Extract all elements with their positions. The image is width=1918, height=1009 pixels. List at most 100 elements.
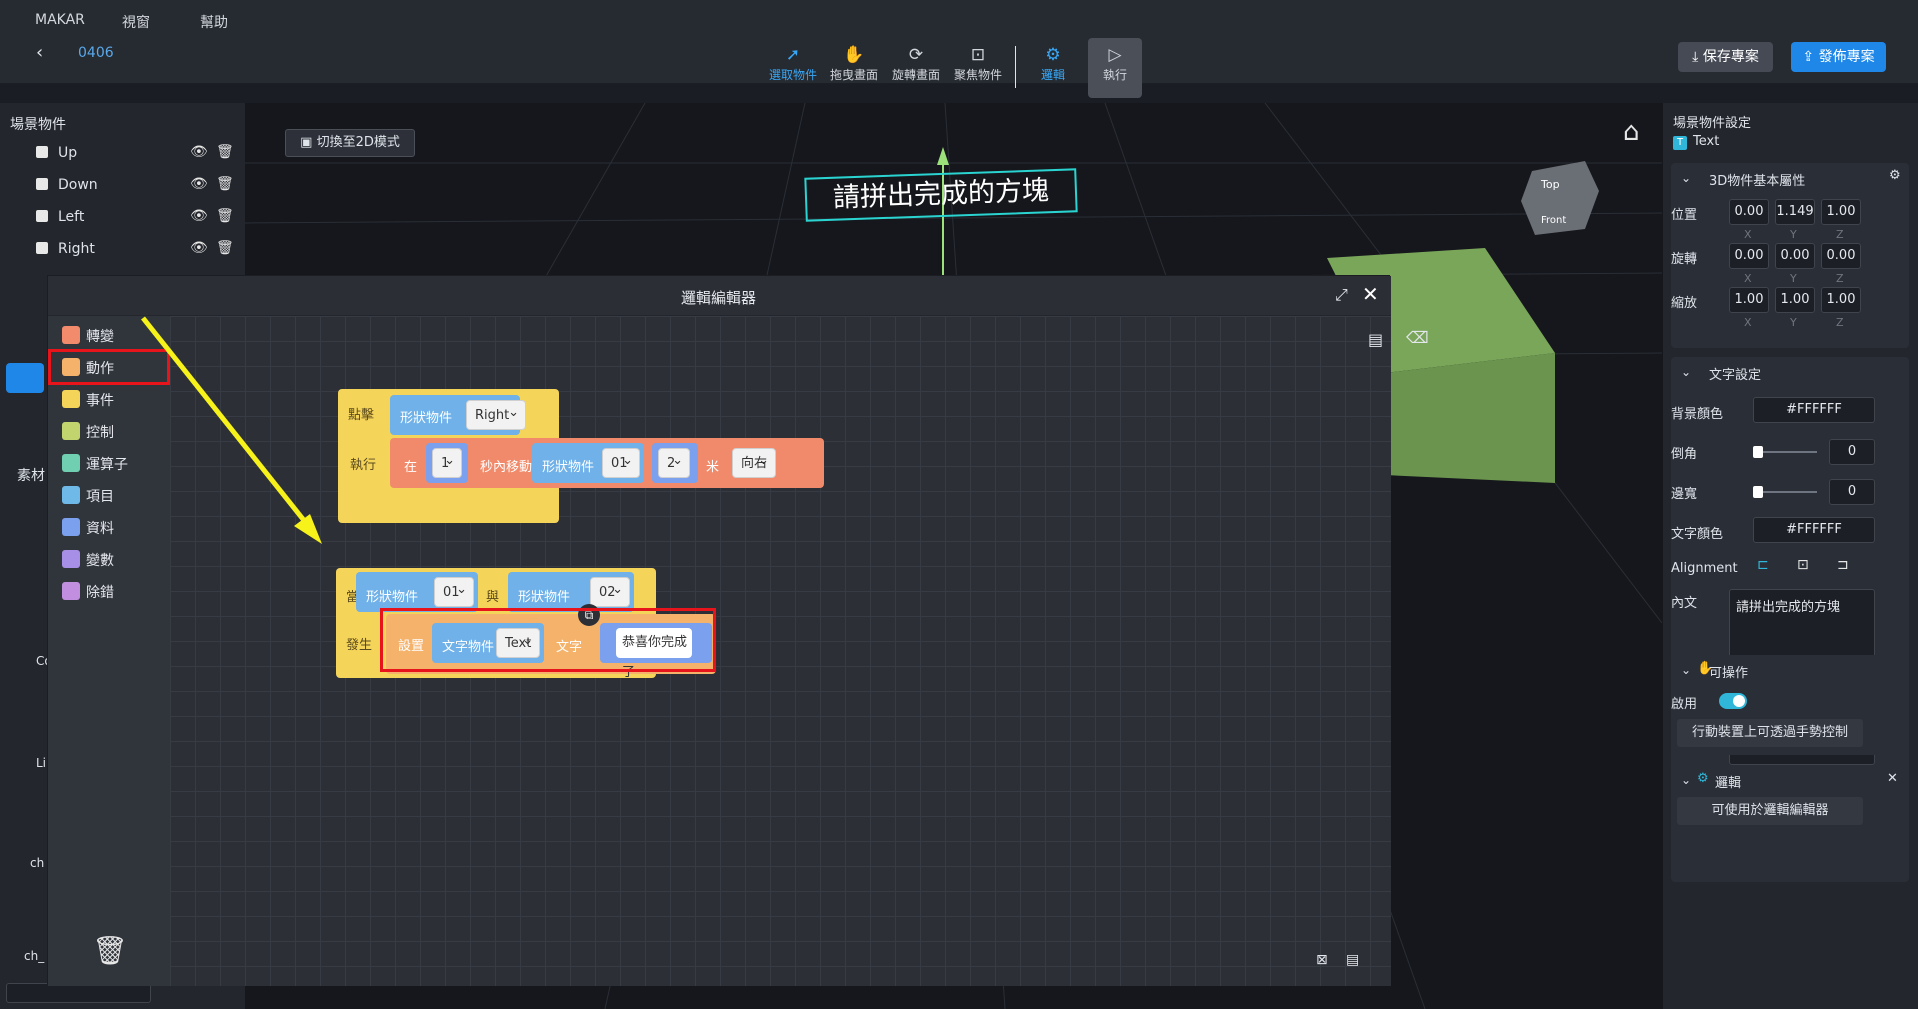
scene-item-left[interactable]: Left — [36, 209, 84, 225]
asset-search-input[interactable] — [6, 983, 151, 1003]
scene-item-down[interactable]: Down — [36, 177, 98, 193]
close-icon[interactable]: ✕ — [1887, 771, 1898, 786]
tool-logic[interactable]: ⚙ 邏輯 — [1022, 38, 1084, 96]
tool-run[interactable]: ▷ 執行 — [1088, 38, 1142, 98]
rotate-icon: ⟳ — [908, 45, 924, 65]
expand-icon[interactable]: ⤢ — [1335, 285, 1348, 304]
chevron-down-icon[interactable]: ⌄ — [1681, 773, 1692, 787]
chevron-down-icon[interactable]: ⌄ — [1681, 171, 1692, 185]
menu-view[interactable]: 視窗 — [122, 15, 150, 31]
happen-label: 發生 — [346, 638, 373, 653]
bg-color-label: 背景顏色 — [1671, 407, 1724, 422]
axis-z-label: Z — [1836, 272, 1844, 285]
position-y-input[interactable]: 1.149 — [1775, 199, 1815, 225]
text-value-input[interactable]: 恭喜你完成了 — [616, 628, 692, 680]
category-variable[interactable]: 變數 — [62, 550, 114, 570]
category-control[interactable]: 控制 — [62, 422, 114, 442]
scene-item-up[interactable]: Up — [36, 145, 77, 161]
logic-workspace[interactable]: ▤ ⌫ 點擊 執行 形狀物件 Right 在 1 秒內移動 形狀物件 01 2 … — [170, 316, 1429, 986]
settings-icon[interactable]: ⚙ — [1889, 168, 1901, 183]
scale-label: 縮放 — [1671, 296, 1698, 311]
scale-x-input[interactable]: 1.00 — [1729, 287, 1769, 313]
align-center-icon[interactable]: ⊡ — [1797, 557, 1809, 573]
object-dropdown[interactable]: 01 — [602, 446, 640, 478]
border-slider-handle[interactable] — [1753, 486, 1763, 498]
category-action[interactable]: 動作 — [62, 358, 114, 378]
axis-x-label: X — [1744, 272, 1752, 285]
basic-properties-section: ⌄ 3D物件基本屬性 ⚙ 位置 0.00 1.149 1.00 X Y Z 旋轉… — [1671, 163, 1909, 348]
category-event[interactable]: 事件 — [62, 390, 114, 410]
clear-icon[interactable]: ⌫ — [1406, 328, 1429, 347]
layout-icon[interactable]: ▤ — [1368, 330, 1384, 349]
close-icon[interactable]: ✕ — [1362, 282, 1379, 306]
corner-slider-handle[interactable] — [1753, 446, 1763, 458]
back-chevron-icon[interactable]: ‹ — [36, 42, 44, 63]
eye-icon[interactable]: 👁 — [190, 240, 208, 256]
bg-color-input[interactable]: #FFFFFF — [1753, 397, 1875, 423]
gizmo-top-label[interactable]: Top — [1541, 178, 1560, 191]
trash-icon[interactable]: 🗑 — [216, 208, 234, 224]
download-icon: ⤓ — [1692, 49, 1699, 65]
object-name: Text — [1693, 134, 1720, 149]
logic-editor-usable-button[interactable]: 可使用於邏輯編輯器 — [1677, 797, 1863, 825]
direction-dropdown[interactable]: 向右 — [732, 446, 776, 478]
scale-y-input[interactable]: 1.00 — [1775, 287, 1815, 313]
selected-scene-item[interactable] — [6, 363, 44, 393]
object-b-dropdown[interactable]: 02 — [590, 575, 630, 607]
menu-makar[interactable]: MAKAR — [35, 12, 85, 28]
category-data[interactable]: 資料 — [62, 518, 114, 538]
gizmo-front-label[interactable]: Front — [1541, 215, 1567, 226]
publish-project-button[interactable]: ⇪ 發佈專案 — [1791, 42, 1886, 72]
save-project-button[interactable]: ⤓ 保存專案 — [1678, 42, 1773, 72]
trash-icon[interactable]: 🗑 — [216, 176, 234, 192]
eye-icon[interactable]: 👁 — [190, 176, 208, 192]
target-dropdown[interactable]: Right — [466, 398, 526, 430]
text-color-input[interactable]: #FFFFFF — [1753, 517, 1875, 543]
trash-icon[interactable]: 🗑 — [216, 144, 234, 160]
corner-label: 倒角 — [1671, 447, 1698, 462]
border-input[interactable]: 0 — [1829, 479, 1875, 505]
category-operator[interactable]: 運算子 — [62, 454, 128, 474]
seconds-dropdown[interactable]: 1 — [432, 446, 462, 478]
menu-help[interactable]: 幫助 — [200, 15, 228, 31]
category-item[interactable]: 項目 — [62, 486, 114, 506]
properties-panel: 場景物件設定 T Text ⌄ 3D物件基本屬性 ⚙ 位置 0.00 1.149… — [1662, 103, 1918, 1009]
tool-rotate[interactable]: ⟳ 旋轉畫面 — [885, 38, 947, 96]
switch-2d-button[interactable]: ▣ 切換至2D模式 — [285, 129, 415, 157]
tool-focus[interactable]: ⊡ 聚焦物件 — [947, 38, 1009, 96]
home-icon[interactable]: ⌂ — [1623, 117, 1640, 147]
eye-icon[interactable]: 👁 — [190, 208, 208, 224]
eye-icon[interactable]: 👁 — [190, 144, 208, 160]
zoom-reset-icon[interactable]: ⊠ — [1316, 952, 1328, 968]
tool-select[interactable]: ➚ 選取物件 — [762, 38, 824, 96]
position-x-input[interactable]: 0.00 — [1729, 199, 1769, 225]
view-icon[interactable]: ▤ — [1346, 952, 1360, 968]
trash-icon[interactable]: 🗑 — [92, 934, 128, 967]
trash-icon[interactable]: 🗑 — [216, 240, 234, 256]
enable-toggle-knob — [1733, 695, 1745, 707]
category-debug[interactable]: 除錯 — [62, 582, 114, 602]
object-a-dropdown[interactable]: 01 — [434, 575, 474, 607]
logic-icon: ⚙ — [1697, 771, 1709, 786]
scale-z-input[interactable]: 1.00 — [1821, 287, 1861, 313]
rotation-x-input[interactable]: 0.00 — [1729, 243, 1769, 269]
gesture-control-button[interactable]: 行動裝置上可透過手勢控制 — [1677, 719, 1863, 747]
rotation-y-input[interactable]: 0.00 — [1775, 243, 1815, 269]
align-right-icon[interactable]: ⊐ — [1837, 557, 1849, 573]
project-name: 0406 — [78, 45, 114, 61]
scene-item-right[interactable]: Right — [36, 241, 95, 257]
align-left-icon[interactable]: ⊏ — [1757, 557, 1769, 573]
rotation-z-input[interactable]: 0.00 — [1821, 243, 1861, 269]
distance-dropdown[interactable]: 2 — [658, 446, 690, 478]
chevron-down-icon[interactable]: ⌄ — [1681, 663, 1692, 677]
position-z-input[interactable]: 1.00 — [1821, 199, 1861, 225]
asset-partial-label: Li — [36, 756, 47, 770]
category-transform[interactable]: 轉變 — [62, 326, 114, 346]
tool-pan[interactable]: ✋ 拖曳畫面 — [823, 38, 885, 96]
text-target-dropdown[interactable]: Text — [496, 626, 540, 658]
chevron-down-icon[interactable]: ⌄ — [1681, 365, 1692, 379]
alignment-label: Alignment — [1671, 561, 1738, 576]
corner-input[interactable]: 0 — [1829, 439, 1875, 465]
corner-slider[interactable] — [1753, 451, 1817, 453]
border-slider[interactable] — [1753, 491, 1817, 493]
